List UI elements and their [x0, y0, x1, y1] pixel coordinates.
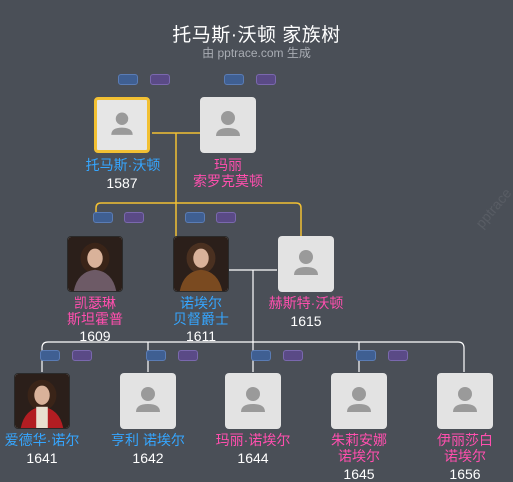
person-name[interactable]: 托马斯·沃顿 [85, 157, 161, 173]
person-card-elizabeth[interactable] [437, 373, 493, 429]
link-tag[interactable] [150, 74, 170, 85]
person-name[interactable]: 赫斯特·沃顿 [268, 295, 344, 311]
person-icon [216, 111, 240, 136]
link-tag[interactable] [283, 350, 303, 361]
page-subtitle: 由 pptrace.com 生成 [202, 46, 311, 60]
person-card-noel-baron[interactable] [173, 236, 229, 292]
link-tag[interactable] [146, 350, 166, 361]
link-tag[interactable] [388, 350, 408, 361]
person-name[interactable]: 朱莉安娜 诺埃尔 [331, 432, 387, 464]
link-tag[interactable] [118, 74, 138, 85]
person-card-mary-n[interactable] [225, 373, 281, 429]
portrait-photo [68, 237, 122, 291]
link-tag[interactable] [224, 74, 244, 85]
person-year: 1645 [343, 466, 375, 482]
person-name[interactable]: 伊丽莎白 诺埃尔 [437, 432, 493, 464]
link-tag[interactable] [72, 350, 92, 361]
person-icon [241, 387, 265, 412]
person-name[interactable]: 凯瑟琳 斯坦霍普 [67, 295, 123, 327]
person-year: 1642 [132, 450, 164, 466]
person-card-edward[interactable] [14, 373, 70, 429]
person-card-hester[interactable] [278, 236, 334, 292]
link-tag[interactable] [93, 212, 113, 223]
person-year: 1615 [290, 313, 322, 329]
person-card-henry[interactable] [120, 373, 176, 429]
person-year: 1609 [79, 328, 111, 344]
person-card-katherine[interactable] [67, 236, 123, 292]
person-year: 1611 [185, 328, 217, 344]
sibling-bar-gen2 [95, 202, 302, 236]
person-icon [347, 387, 371, 412]
portrait-photo [174, 237, 228, 291]
person-icon [294, 250, 318, 275]
person-year: 1656 [449, 466, 481, 482]
person-icon [111, 112, 133, 135]
link-tag[interactable] [251, 350, 271, 361]
person-card-mary-s[interactable] [200, 97, 256, 153]
link-tag[interactable] [356, 350, 376, 361]
person-year: 1644 [237, 450, 269, 466]
link-tag[interactable] [256, 74, 276, 85]
person-year: 1587 [106, 175, 138, 191]
person-year: 1641 [26, 450, 58, 466]
link-tag[interactable] [178, 350, 198, 361]
portrait-photo [15, 374, 69, 428]
link-tag[interactable] [40, 350, 60, 361]
person-card-juliana[interactable] [331, 373, 387, 429]
person-name[interactable]: 爱德华·诺尔 [4, 432, 80, 448]
person-card-thomas[interactable] [94, 97, 150, 153]
person-name[interactable]: 亨利 诺埃尔 [111, 432, 185, 448]
person-name[interactable]: 玛丽·诺埃尔 [215, 432, 291, 448]
link-tag[interactable] [124, 212, 144, 223]
link-tag[interactable] [216, 212, 236, 223]
page-title: 托马斯·沃顿 家族树 [172, 25, 341, 46]
person-icon [453, 387, 477, 412]
person-name[interactable]: 诺埃尔 贝督爵士 [173, 295, 229, 327]
person-icon [136, 387, 160, 412]
person-name[interactable]: 玛丽 索罗克莫顿 [193, 157, 263, 189]
link-tag[interactable] [185, 212, 205, 223]
